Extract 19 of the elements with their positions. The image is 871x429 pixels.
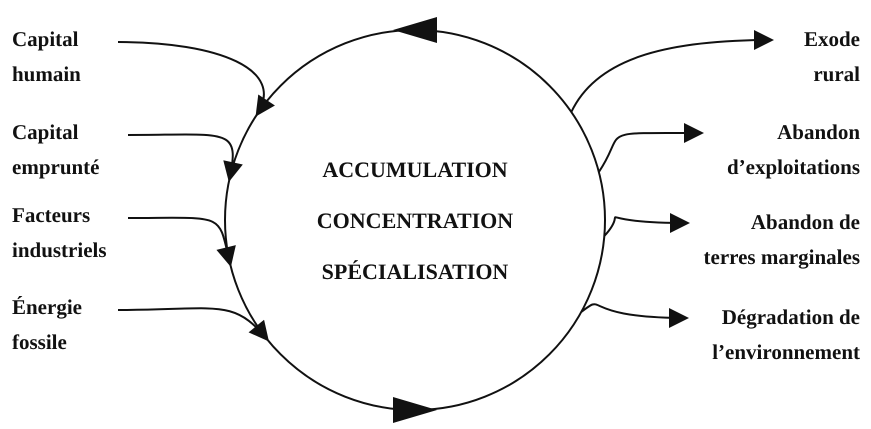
arrow (118, 41, 274, 117)
process-term: ACCUMULATION (322, 156, 508, 184)
arrow (128, 216, 236, 267)
outcome-label: Abandon d’exploitations (710, 115, 860, 185)
arrow (570, 30, 774, 112)
arrow (128, 133, 242, 182)
arrow (118, 307, 269, 342)
input-label: Capital humain (12, 22, 112, 92)
process-term: SPÉCIALISATION (322, 258, 508, 286)
input-label: Facteurs industriels (12, 198, 122, 268)
process-term: CONCENTRATION (316, 206, 514, 234)
input-label: Capital emprunté (12, 115, 122, 185)
outcome-label: Abandon de terres marginales (696, 205, 860, 275)
arrow (580, 303, 689, 328)
outcome-label: Dégradation de l’environnement (695, 300, 860, 370)
input-label: Énergie fossile (12, 290, 112, 360)
arrow (604, 212, 690, 237)
arrow (598, 122, 704, 173)
outcome-label: Exode rural (780, 22, 860, 92)
